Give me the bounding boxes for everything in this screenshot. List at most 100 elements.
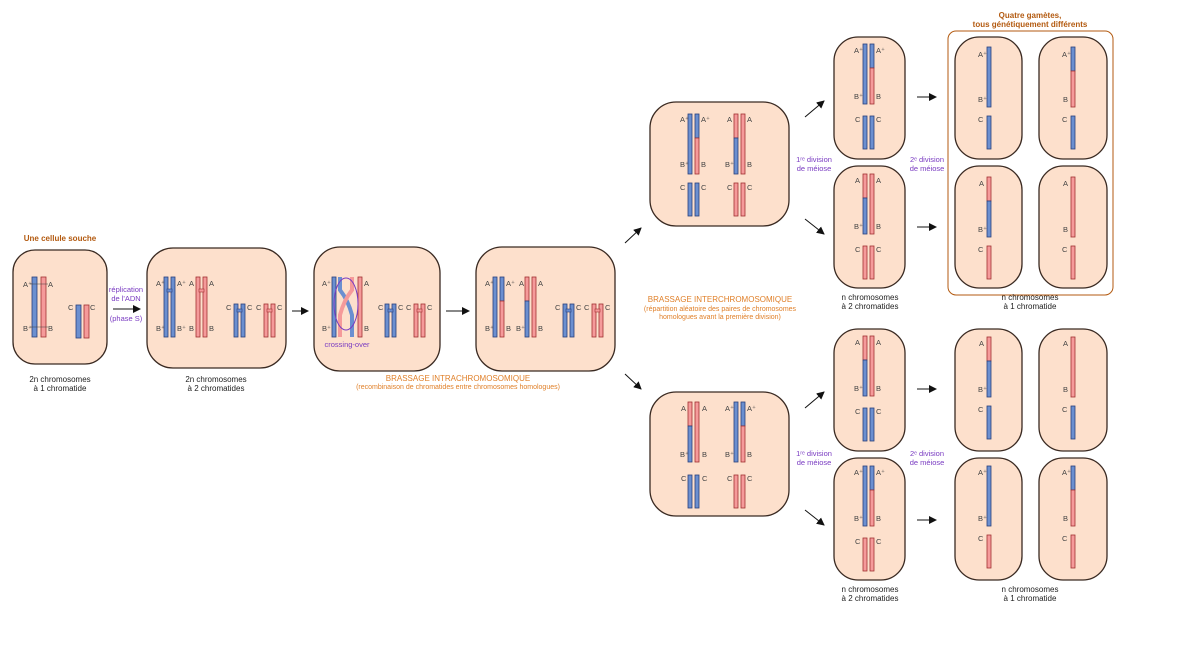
cell-stage-4: A⁺ A⁺ A A B⁺ B B⁺ B C C C C	[475, 246, 616, 372]
gene-label: C	[378, 303, 384, 312]
gene-label: B	[506, 324, 511, 333]
gene-label: B	[1063, 225, 1068, 234]
gametes-title: tous génétiquement différents	[973, 20, 1088, 29]
caption: n chromosomes	[1002, 293, 1059, 302]
gene-label: C	[978, 405, 984, 414]
gene-label: B⁺	[725, 450, 734, 459]
gene-label: B⁺	[680, 450, 689, 459]
gene-label: B	[747, 450, 752, 459]
gene-label: C	[398, 303, 404, 312]
gene-label: A⁺	[485, 279, 494, 288]
inter-subtitle: homologues avant la première division)	[659, 314, 781, 321]
gene-label: B⁺	[485, 324, 494, 333]
gene-label: A⁺	[747, 404, 756, 413]
gene-label: A⁺	[322, 279, 331, 288]
gene-label: B⁺	[978, 385, 987, 394]
gene-label: C	[855, 115, 861, 124]
division2-label: de méiose	[910, 164, 945, 173]
gamete-6: A B C	[1038, 328, 1108, 452]
cell-meiosis-top: A⁺ A⁺ A A B⁺ B B⁺ B C C C C	[649, 101, 790, 227]
gene-label: A⁺	[1062, 50, 1071, 59]
gene-label: B⁺	[978, 225, 987, 234]
gene-label: A	[209, 279, 214, 288]
gene-label: B	[876, 92, 881, 101]
cell-n2-3: A A B⁺ B C C	[833, 328, 906, 452]
gene-label: C	[1062, 405, 1068, 414]
gene-label: A	[876, 176, 881, 185]
gene-label: C	[256, 303, 262, 312]
gene-label: C	[576, 303, 582, 312]
gene-label: C	[90, 303, 96, 312]
gene-label: B⁺	[978, 95, 987, 104]
caption: n chromosomes	[1002, 585, 1059, 594]
gene-label: C	[247, 303, 253, 312]
division2-label: 2ᵉ division	[910, 449, 944, 458]
gamete-5: A B⁺ C	[954, 328, 1023, 452]
gene-label: B⁺	[854, 92, 863, 101]
gametes-title: Quatre gamètes,	[999, 11, 1062, 20]
gene-label: A⁺	[725, 404, 734, 413]
gamete-2: A⁺ B C	[1038, 36, 1108, 160]
gene-label: B⁺	[854, 514, 863, 523]
gene-label: C	[681, 474, 687, 483]
gene-label: B⁺	[177, 324, 186, 333]
caption: à 1 chromatide	[1004, 302, 1057, 311]
division1-label: de méiose	[797, 164, 832, 173]
gamete-7: A⁺ B⁺ C	[954, 457, 1023, 581]
gene-label: B	[209, 324, 214, 333]
stem-cell-title: Une cellule souche	[24, 234, 97, 243]
gene-label: A	[538, 279, 543, 288]
gene-label: A⁺	[506, 279, 515, 288]
gene-label: A⁺	[854, 46, 863, 55]
gene-label: A	[855, 338, 860, 347]
gene-label: A⁺	[23, 280, 32, 289]
gene-label: B⁺	[322, 324, 331, 333]
inter-title: BRASSAGE INTERCHROMOSOMIQUE	[648, 295, 792, 304]
gamete-8: A⁺ B C	[1038, 457, 1108, 581]
gene-label: A	[1063, 179, 1068, 188]
gene-label: B⁺	[23, 324, 32, 333]
cell-n2-1: A⁺ A⁺ B⁺ B C C	[833, 36, 906, 160]
division2-label: de méiose	[910, 458, 945, 467]
division1-label: 1ʳᵉ division	[796, 449, 832, 458]
caption: à 2 chromatides	[842, 302, 899, 311]
gene-label: C	[1062, 534, 1068, 543]
gene-label: C	[876, 115, 882, 124]
gene-label: C	[1062, 115, 1068, 124]
gamete-3: A B⁺ C	[954, 165, 1023, 289]
crossing-over-label: crossing-over	[324, 340, 370, 349]
gene-label: C	[702, 474, 708, 483]
gene-label: A⁺	[978, 468, 987, 477]
gene-label: C	[747, 183, 753, 192]
gene-label: A	[1063, 339, 1068, 348]
gene-label: A	[855, 176, 860, 185]
gene-label: A⁺	[177, 279, 186, 288]
gene-label: C	[727, 183, 733, 192]
gene-label: B	[1063, 385, 1068, 394]
gene-label: C	[855, 245, 861, 254]
gene-label: C	[978, 115, 984, 124]
gene-label: B	[702, 450, 707, 459]
gene-label: C	[277, 303, 283, 312]
gene-label: C	[876, 407, 882, 416]
cell-stage-2: A⁺ A⁺ A A B⁺ B⁺ B B C C C C	[146, 247, 287, 369]
gene-label: A	[979, 339, 984, 348]
gene-label: C	[555, 303, 561, 312]
gene-label: A	[727, 115, 732, 124]
gene-label: C	[584, 303, 590, 312]
caption: à 2 chromatides	[842, 594, 899, 603]
gene-label: C	[855, 537, 861, 546]
gene-label: C	[747, 474, 753, 483]
cell-n2-4: A⁺ A⁺ B⁺ B C C	[833, 457, 906, 581]
gene-label: B	[364, 324, 369, 333]
caption: n chromosomes	[842, 293, 899, 302]
gene-label: A	[681, 404, 686, 413]
cell-stage-1: A⁺ A B⁺ B C C	[12, 249, 108, 365]
cell-n2-2: A A B⁺ B C C	[833, 165, 906, 289]
gene-label: B	[876, 222, 881, 231]
gene-label: A	[189, 279, 194, 288]
gene-label: A	[519, 279, 524, 288]
gene-label: A⁺	[978, 50, 987, 59]
gene-label: C	[727, 474, 733, 483]
